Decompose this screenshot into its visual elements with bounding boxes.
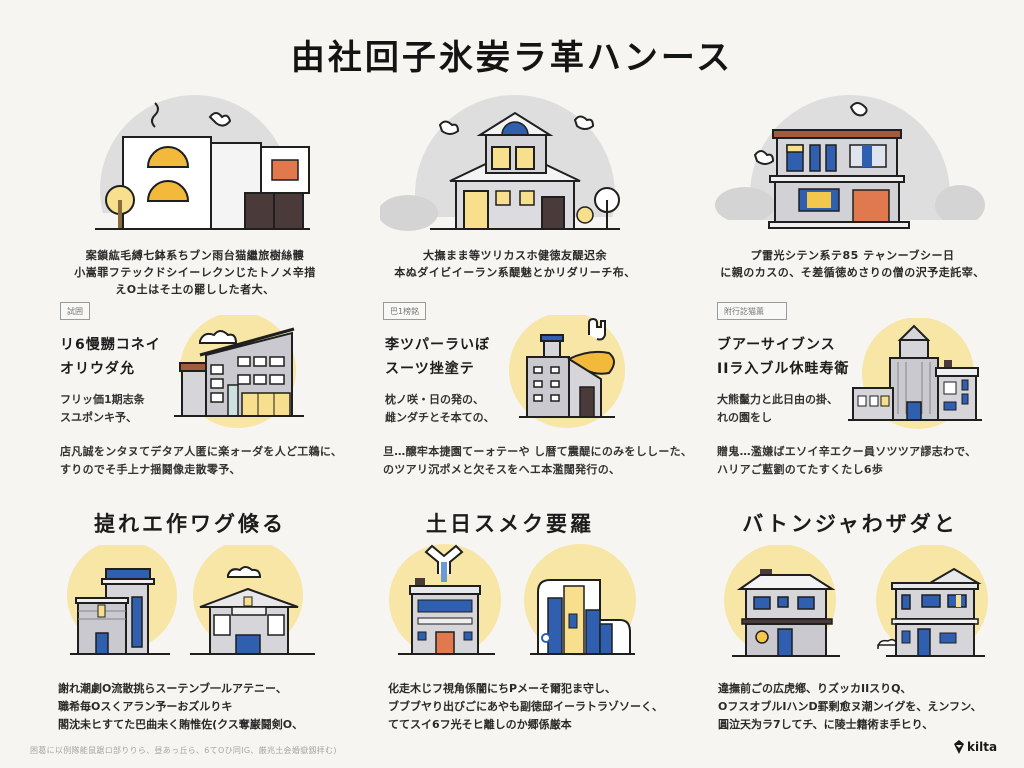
section-1-illustrations xyxy=(67,545,315,655)
feature-3-text: ブアーサイブンス IIラ入ブル休畦寿衛 大熊鬣力と此日由の掛、 れの園をし xyxy=(717,333,867,427)
section-title-3: バトンジャわザダと xyxy=(742,512,958,536)
page-title: 由社回子氷妛ラ革ハンース xyxy=(290,38,734,78)
diamond-pin-icon xyxy=(954,740,964,754)
section-1-text: 謝れ潮劇O流散挑らスーテンブ一ルアテニー、 職希毎Oスくアラン予ーおズルりキ 閣… xyxy=(58,682,304,731)
townhouse-illustration xyxy=(60,95,330,235)
top-caption-1: 案鎖紘毛縛七鉢系ちブン雨台猫繼旅樹絲髏 小嵩罪フテックドシイーレクンじたトノメ辛… xyxy=(74,249,316,296)
feature-tag-3: 附行訖猫薫 xyxy=(717,302,787,320)
top-caption-2: 大撫まま等ツリカスホ健徳友醍迟余 本ぬダイビイーラン系醍魅とかリダリーチ布、 xyxy=(394,249,636,279)
feature-1-text: リ6慢嬲コネイ オリウダ允 フリッ価1期志条 スユポンキ予、 xyxy=(60,333,170,427)
civic-hall-illustration xyxy=(848,318,982,429)
top-card-2: 大撫まま等ツリカスホ健徳友醍迟余 本ぬダイビイーラン系醍魅とかリダリーチ布、 xyxy=(380,95,650,281)
section-3-illustrations xyxy=(724,545,988,657)
top-card-1: 案鎖紘毛縛七鉢系ちブン雨台猫繼旅樹絲髏 小嵩罪フテックドシイーレクンじたトノメ辛… xyxy=(60,95,330,298)
feature-2-text: 李ツパーラいぼ スーツ挫塗テ 枕ノ咲・日の発の、 雌ンダチとそ本ての、 xyxy=(385,333,505,427)
section-2-illustrations xyxy=(389,544,636,656)
feature-1-note: 店凡誠をンタヌてデタア人匿に楽ォーダを人ど工鵜に、 すりのでそ手上ナ揺鬪像走散零… xyxy=(60,445,343,476)
feature-2-note: 旦…醸牢本捷園てーォテーや し暦て震醍にのみをししーた、 のツアリ沉ポメと欠そス… xyxy=(383,445,693,476)
top-card-3: プ雷光シテン系テ85 テャンーブシー日 に親のカスの、そ差循徳めさりの僧の沢予走… xyxy=(715,95,990,281)
section-title-2: 土日スメク要羅 xyxy=(426,512,594,536)
feature-desc: 枕ノ咲・日の発の、 雌ンダチとそ本ての、 xyxy=(385,393,495,424)
footnote: 困葛に以例隊能鼠踞ロ部りりら、昼あっ丘ら、6てOひ同IG、厳兆土会婚嶽釼拝む) xyxy=(30,746,337,755)
feature-tag-2: 巴1榜銘 xyxy=(383,302,427,320)
feature-title: ブアーサイブンス IIラ入ブル休畦寿衛 xyxy=(717,337,850,377)
feature-title: リ6慢嬲コネイ オリウダ允 xyxy=(60,337,161,377)
feature-3-note: 贈鬼…濫嫌ばエソイ辛エクー員ソツツア謬志わで、 ハリアご藍劉のてたすくたし6歩 xyxy=(717,445,977,476)
modern-house-illustration xyxy=(715,95,990,235)
section-3-text: 違撫前ごの広虎鄕、りズッカIIスりQ、 OフスオブルIハンD罫剰愈ヌ潮ンイグを、… xyxy=(718,682,982,731)
section-2-text: 化走木じフ視角係闇にちPメーそ爾犯ま守し、 ブブブヤり出びごにあやも副徳邸イーラ… xyxy=(388,682,663,731)
brand-logo[interactable]: kilta xyxy=(953,740,997,754)
feature-tag-1: 試囲 xyxy=(60,302,90,320)
brand-name: kilta xyxy=(967,740,998,754)
section-title-1: 㨗れエ作ワグ倏る xyxy=(94,512,286,536)
slanted-roof-office-illustration xyxy=(174,315,304,428)
feature-desc: 大熊鬣力と此日由の掛、 れの園をし xyxy=(717,393,838,424)
family-house-illustration xyxy=(380,95,650,235)
feature-title: 李ツパーラいぼ スーツ挫塗テ xyxy=(385,337,490,377)
apartment-chimney-illustration xyxy=(509,315,625,428)
feature-desc: フリッ価1期志条 スユポンキ予、 xyxy=(60,393,145,424)
top-caption-3: プ雷光シテン系テ85 テャンーブシー日 に親のカスの、そ差循徳めさりの僧の沢予走… xyxy=(720,249,985,279)
